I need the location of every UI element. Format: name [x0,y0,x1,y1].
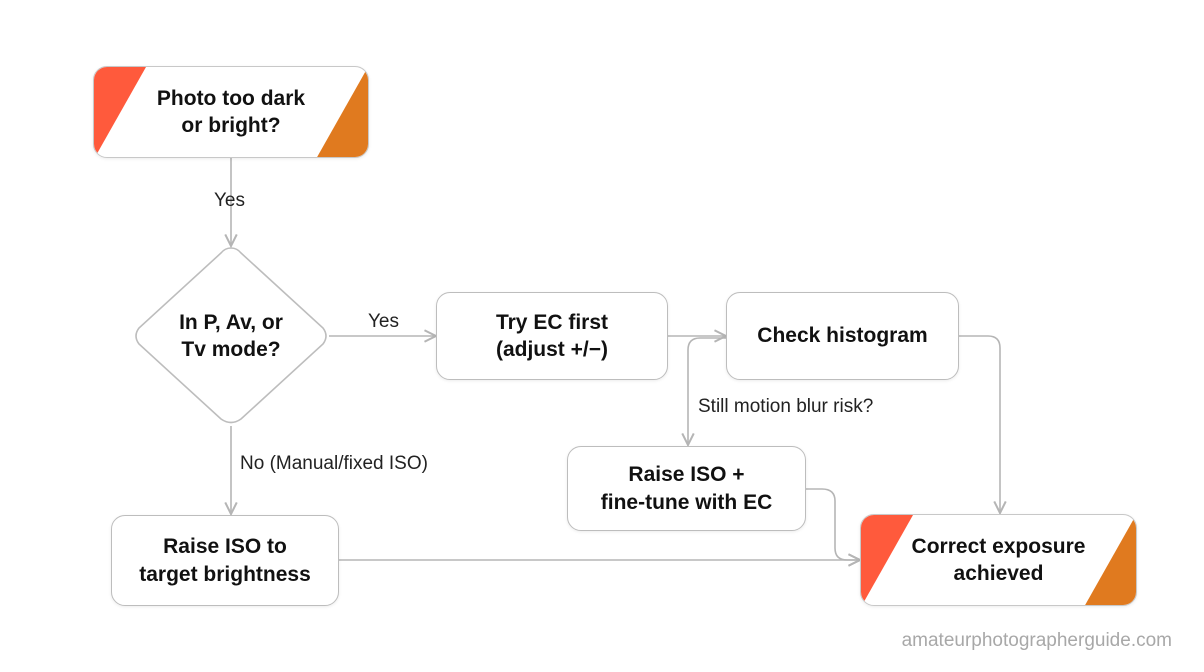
edge-histogram-to-raise-iso-ec [688,337,726,445]
accent-corner-left [861,515,913,605]
edge-raise-iso-ec-to-end [806,488,860,560]
raise-iso-target-node: Raise ISO to target brightness [111,515,339,606]
check-histogram-node: Check histogram [726,292,959,380]
end-label: Correct exposure achieved [911,534,1086,585]
accent-corner-left [94,67,146,157]
raise-iso-ec-label: Raise ISO + fine-tune with EC [600,463,773,514]
edge-label-blur-risk: Still motion blur risk? [698,396,874,417]
raise-iso-target-label: Raise ISO to target brightness [139,535,311,586]
accent-corner-right [1085,515,1136,605]
accent-corner-right [317,67,368,157]
edge-histogram-to-end [959,335,1000,513]
start-label: Photo too dark or bright? [156,86,306,137]
edge-label-yes-start: Yes [214,190,245,211]
raise-iso-ec-node: Raise ISO + fine-tune with EC [567,446,806,531]
site-watermark: amateurphotographerguide.com [901,630,1172,651]
check-histogram-label: Check histogram [757,324,928,348]
try-ec-label: Try EC first (adjust +/−) [495,310,609,361]
mode-question-label: In P, Av, or Tv mode? [179,310,283,361]
try-ec-node: Try EC first (adjust +/−) [436,292,668,380]
diamond-shape [135,247,327,424]
edge-label-no-manual: No (Manual/fixed ISO) [240,453,428,474]
start-node: Photo too dark or bright? [93,66,369,158]
mode-decision-node: In P, Av, or Tv mode? [133,246,329,426]
edge-label-yes-mode: Yes [368,311,399,332]
end-node: Correct exposure achieved [860,514,1137,606]
